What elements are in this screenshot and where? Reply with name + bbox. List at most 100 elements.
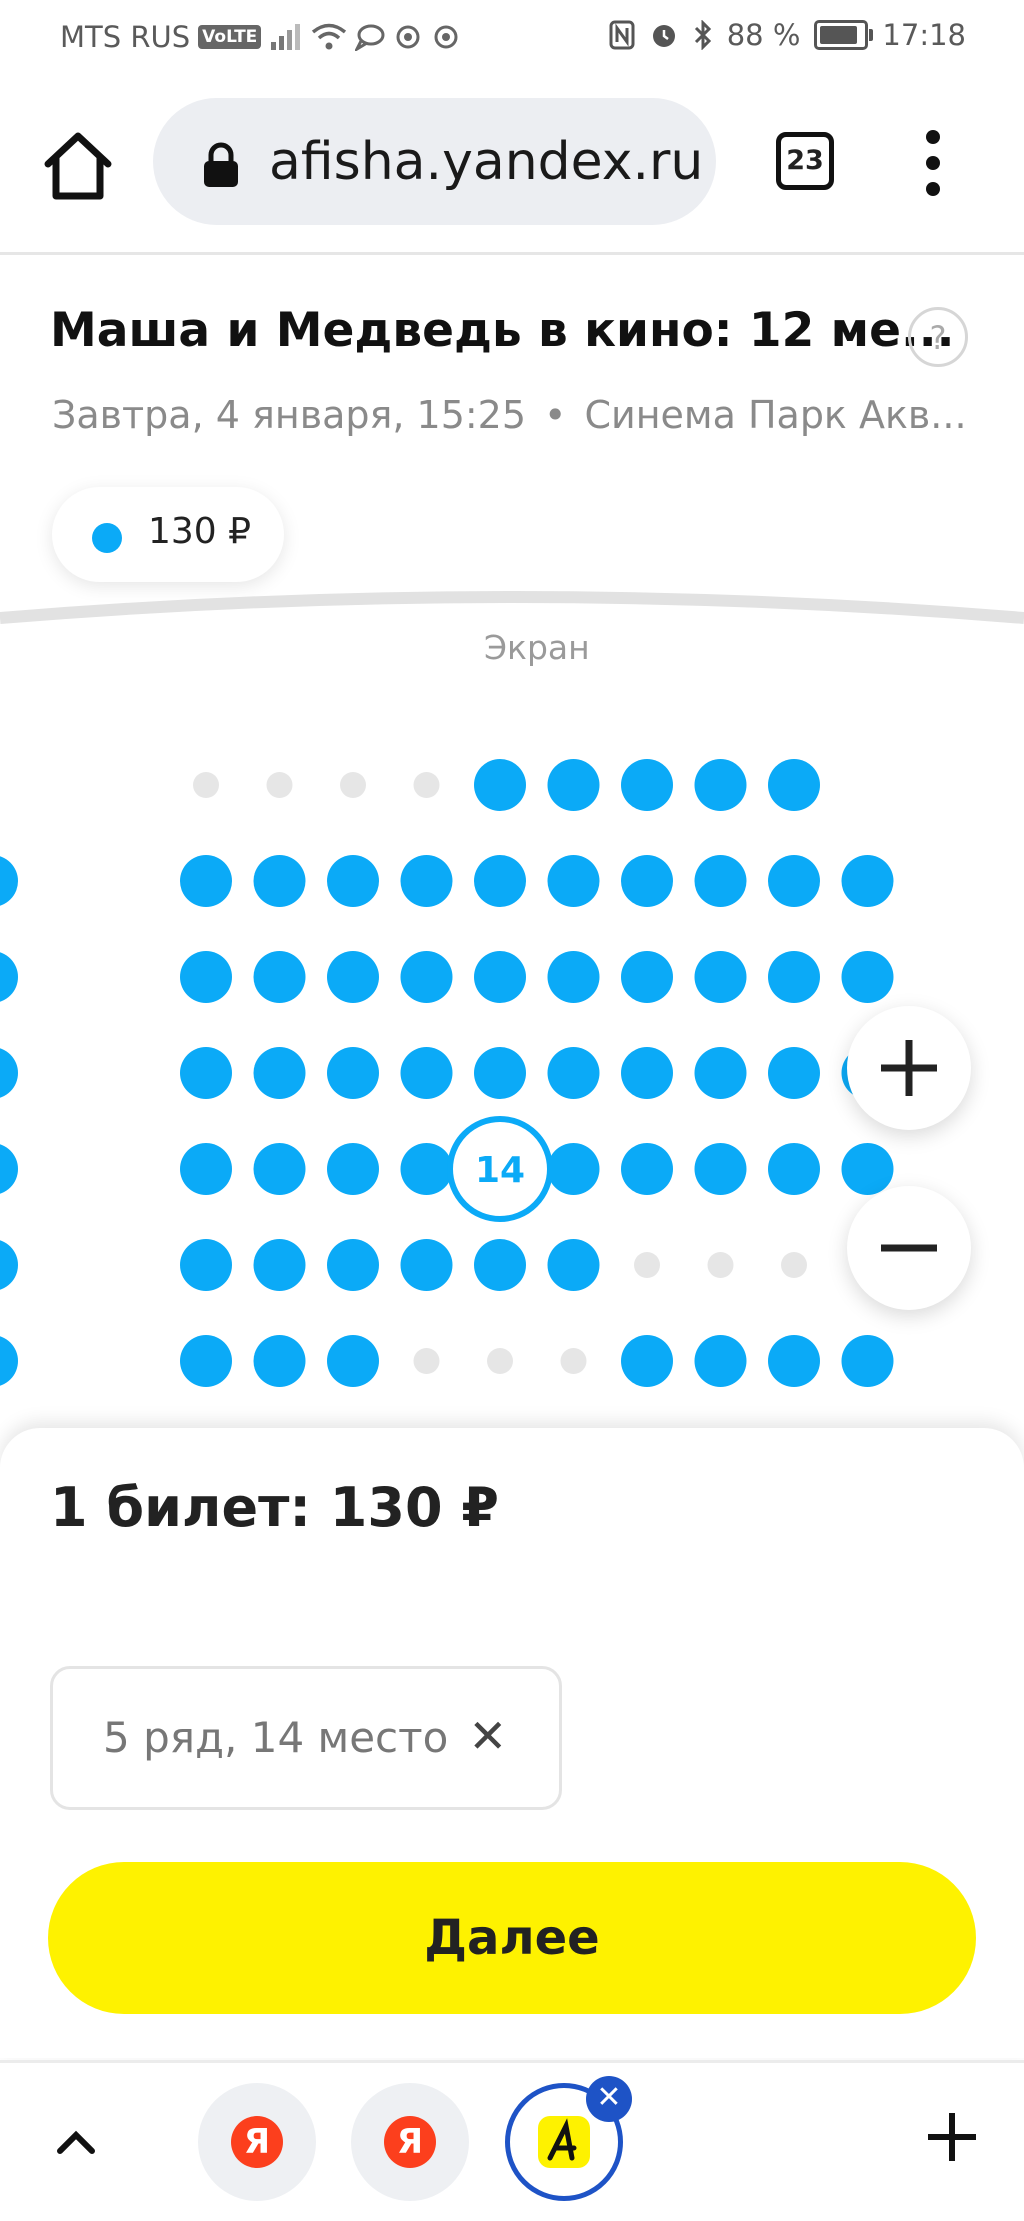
event-details: Завтра, 4 января, 15:25•Синема Парк Акв.… — [52, 393, 967, 437]
seat-selected[interactable]: 14 — [447, 1116, 553, 1222]
seat-available[interactable] — [180, 951, 232, 1003]
seat-available[interactable] — [400, 1047, 453, 1099]
carrier-name: MTS RUS — [60, 20, 191, 54]
seat-available[interactable] — [253, 1047, 306, 1099]
seat-available[interactable] — [180, 855, 232, 907]
chat-icon — [355, 24, 385, 51]
seat-available[interactable] — [694, 1335, 747, 1387]
menu-icon[interactable] — [918, 130, 948, 196]
seat-available[interactable] — [621, 759, 673, 811]
seat-available[interactable] — [768, 855, 820, 907]
seat-available[interactable] — [327, 1335, 379, 1387]
tabs-counter-button[interactable]: 23 — [776, 132, 834, 190]
seat-available[interactable] — [768, 1143, 820, 1195]
seat-available[interactable] — [841, 1335, 894, 1387]
seat-available[interactable] — [327, 1047, 379, 1099]
help-button[interactable]: ? — [908, 307, 968, 367]
seat-available[interactable] — [768, 1335, 820, 1387]
seat-available[interactable] — [327, 855, 379, 907]
seat-available[interactable] — [253, 951, 306, 1003]
seat-available[interactable] — [841, 855, 894, 907]
yandex-tab-2[interactable]: Я — [351, 2083, 469, 2201]
address-bar[interactable]: afisha.yandex.ru — [153, 98, 716, 225]
battery-icon — [814, 20, 874, 50]
seat-available[interactable] — [694, 855, 747, 907]
remove-seat-icon[interactable]: ✕ — [468, 1709, 507, 1763]
seat-available[interactable] — [327, 1239, 379, 1291]
seat-edge[interactable] — [0, 855, 18, 907]
seat-occupied — [634, 1252, 660, 1278]
yandex-tab[interactable]: Я — [198, 2083, 316, 2201]
zoom-out-button[interactable] — [847, 1186, 971, 1310]
seat-available[interactable] — [694, 951, 747, 1003]
seat-available[interactable] — [180, 1047, 232, 1099]
afisha-logo-icon — [538, 2116, 590, 2168]
seat-available[interactable] — [547, 759, 600, 811]
seat-available[interactable] — [547, 1143, 600, 1195]
screen-label: Экран — [484, 628, 590, 667]
seat-available[interactable] — [841, 951, 894, 1003]
seat-edge[interactable] — [0, 1047, 18, 1099]
seat-available[interactable] — [694, 759, 747, 811]
seat-available[interactable] — [474, 1047, 526, 1099]
seat-available[interactable] — [768, 759, 820, 811]
seat-occupied — [266, 772, 293, 798]
signal-icon — [271, 24, 301, 50]
seat-available[interactable] — [621, 1047, 673, 1099]
seat-available[interactable] — [400, 1143, 453, 1195]
seat-available[interactable] — [400, 951, 453, 1003]
seat-available[interactable] — [621, 951, 673, 1003]
seat-available[interactable] — [841, 1143, 894, 1195]
seat-available[interactable] — [694, 1143, 747, 1195]
alarm-icon — [652, 25, 675, 47]
close-tab-icon[interactable]: ✕ — [586, 2076, 632, 2122]
seat-available[interactable] — [180, 1239, 232, 1291]
seat-available[interactable] — [621, 1335, 673, 1387]
yandex-logo-icon-2: Я — [384, 2116, 436, 2168]
seat-available[interactable] — [694, 1047, 747, 1099]
seat-available[interactable] — [547, 951, 600, 1003]
seat-available[interactable] — [474, 759, 526, 811]
home-button[interactable] — [38, 126, 118, 206]
seat-edge[interactable] — [0, 1239, 18, 1291]
seat-available[interactable] — [474, 951, 526, 1003]
afisha-tab-active[interactable]: ✕ — [505, 2076, 632, 2201]
seat-available[interactable] — [180, 1143, 232, 1195]
seat-available[interactable] — [768, 1047, 820, 1099]
seat-available[interactable] — [400, 855, 453, 907]
seat-available[interactable] — [253, 1335, 306, 1387]
chevron-up-icon[interactable] — [54, 2121, 98, 2161]
seat-available[interactable] — [400, 1239, 453, 1291]
price-filter-chip[interactable]: 130 ₽ — [52, 487, 284, 582]
seat-available[interactable] — [547, 855, 600, 907]
selected-seat-chip[interactable]: 5 ряд, 14 место ✕ — [50, 1666, 562, 1810]
status-bar: MTS RUS VoLTE 88 % 17:18 — [0, 0, 1024, 70]
seat-available[interactable] — [621, 855, 673, 907]
seat-edge[interactable] — [0, 951, 18, 1003]
seat-edge[interactable] — [0, 1143, 18, 1195]
price-color-dot — [92, 523, 122, 553]
tab-strip: Я Я ✕ — [0, 2060, 1024, 2221]
seat-available[interactable] — [180, 1335, 232, 1387]
zoom-in-button[interactable] — [847, 1006, 971, 1130]
seat-available[interactable] — [474, 1239, 526, 1291]
event-date: Завтра, 4 января, 15:25 — [52, 393, 527, 437]
tickets-summary: 1 билет: 130 ₽ — [50, 1476, 499, 1539]
next-button[interactable]: Далее — [48, 1862, 976, 2014]
seat-available[interactable] — [253, 1143, 306, 1195]
price-filter-label: 130 ₽ — [148, 511, 252, 552]
new-tab-icon[interactable] — [920, 2105, 984, 2169]
seat-available[interactable] — [253, 1239, 306, 1291]
seat-available[interactable] — [547, 1239, 600, 1291]
lock-icon — [204, 142, 238, 187]
seat-available[interactable] — [327, 951, 379, 1003]
seat-available[interactable] — [253, 855, 306, 907]
seat-available[interactable] — [327, 1143, 379, 1195]
seat-available[interactable] — [768, 951, 820, 1003]
seat-edge[interactable] — [0, 1335, 18, 1387]
seat-available[interactable] — [474, 855, 526, 907]
volte-badge: VoLTE — [198, 25, 262, 49]
plus-icon — [881, 1040, 937, 1096]
seat-available[interactable] — [547, 1047, 600, 1099]
seat-available[interactable] — [621, 1143, 673, 1195]
